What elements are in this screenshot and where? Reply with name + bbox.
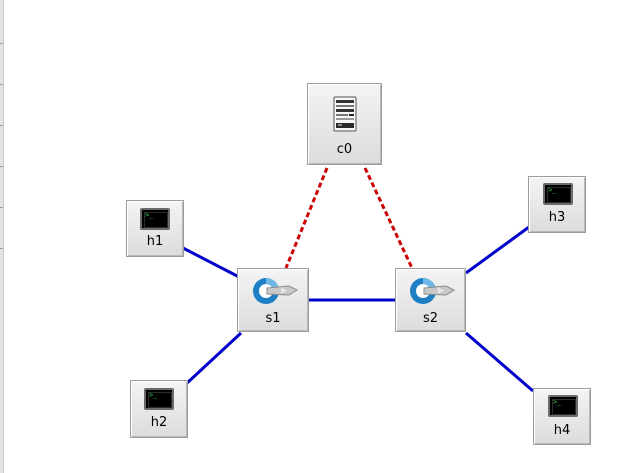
switch-node-s1[interactable]: s1 [237,268,309,332]
node-label-c0: c0 [336,142,353,157]
terminal-icon: >_ [144,388,174,410]
rail-tick [0,207,3,208]
terminal-prompt-glyph: >_ [149,391,158,399]
link-h2-s1[interactable] [184,331,243,386]
host-node-h3[interactable]: >_ h3 [528,176,586,233]
link-h1-s1[interactable] [182,246,242,280]
terminal-prompt-glyph: >_ [548,186,557,194]
link-h3-s2[interactable] [465,225,530,275]
link-h4-s2[interactable] [465,331,534,393]
link-c0-s1[interactable] [284,167,329,269]
rail-tick [0,125,3,126]
terminal-prompt-glyph: >_ [553,398,562,406]
switch-node-s2[interactable]: s2 [395,268,466,332]
link-c0-s2[interactable] [363,167,414,269]
rail-tick [0,248,3,249]
rail-tick [0,84,3,85]
controller-node-c0[interactable]: c0 [307,83,382,165]
switch-icon [410,277,456,304]
terminal-icon: >_ [548,395,578,417]
switch-icon [253,277,299,304]
terminal-icon: >_ [140,208,170,230]
node-label-h3: h3 [548,210,566,225]
left-edge-rail [0,0,4,473]
node-label-h2: h2 [150,415,168,430]
rail-tick [0,43,3,44]
node-label-h1: h1 [146,234,164,249]
node-label-h4: h4 [553,423,571,438]
rail-tick [0,166,3,167]
node-label-s2: s2 [422,311,439,326]
server-icon [333,96,357,132]
terminal-icon: >_ [543,183,573,205]
host-node-h2[interactable]: >_ h2 [130,380,188,438]
node-label-s1: s1 [265,311,281,326]
terminal-prompt-glyph: >_ [145,211,154,219]
host-node-h4[interactable]: >_ h4 [533,388,591,445]
host-node-h1[interactable]: >_ h1 [126,200,184,257]
